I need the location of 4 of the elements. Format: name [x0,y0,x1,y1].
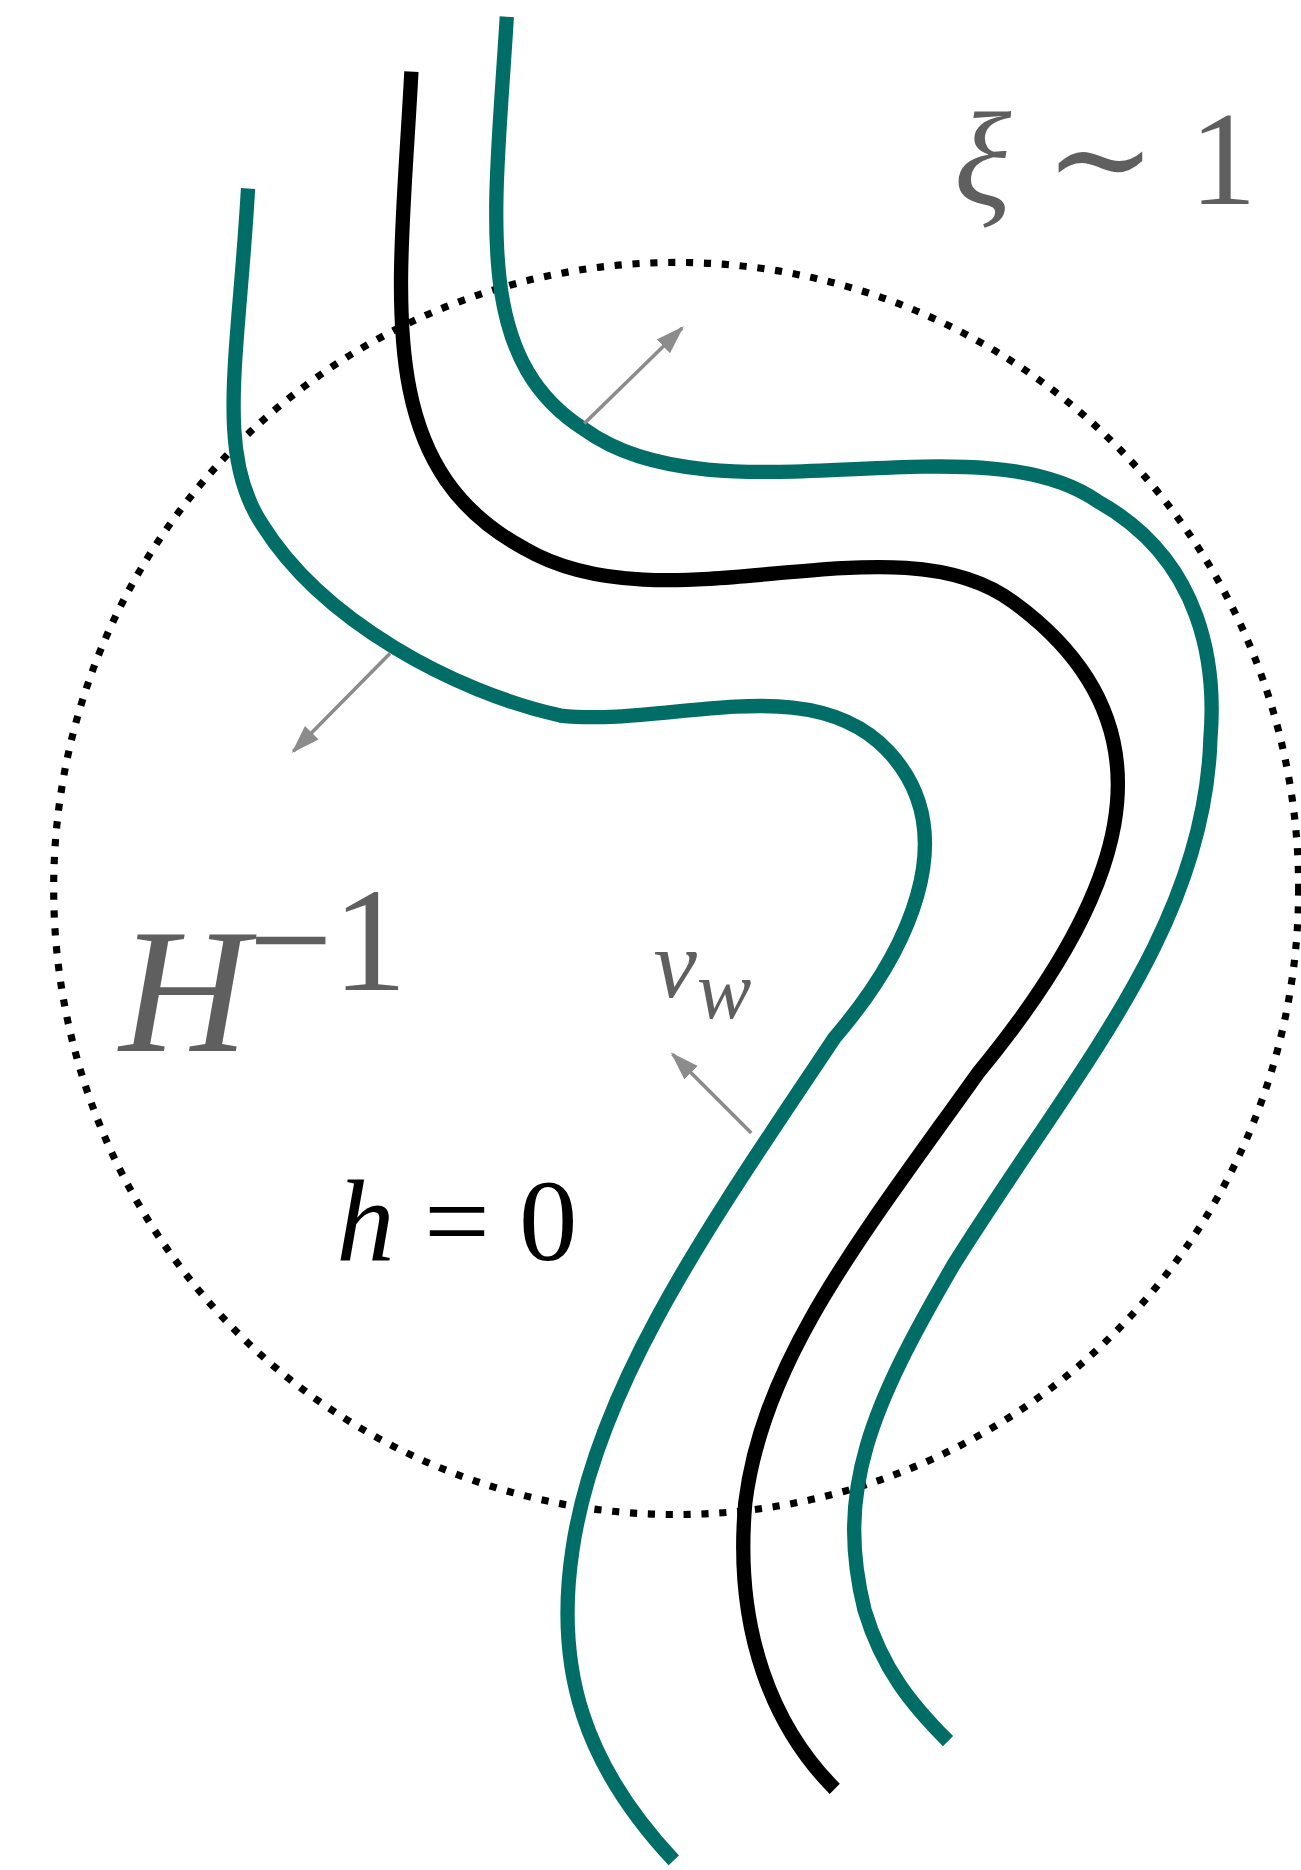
math-label: ξ ∼ 1 [954,93,1257,227]
math-label: h = 0 [336,1162,578,1280]
math-label: H$^{−1}$ [119,864,407,1081]
math-label: v$_{w}$ [653,915,752,1031]
